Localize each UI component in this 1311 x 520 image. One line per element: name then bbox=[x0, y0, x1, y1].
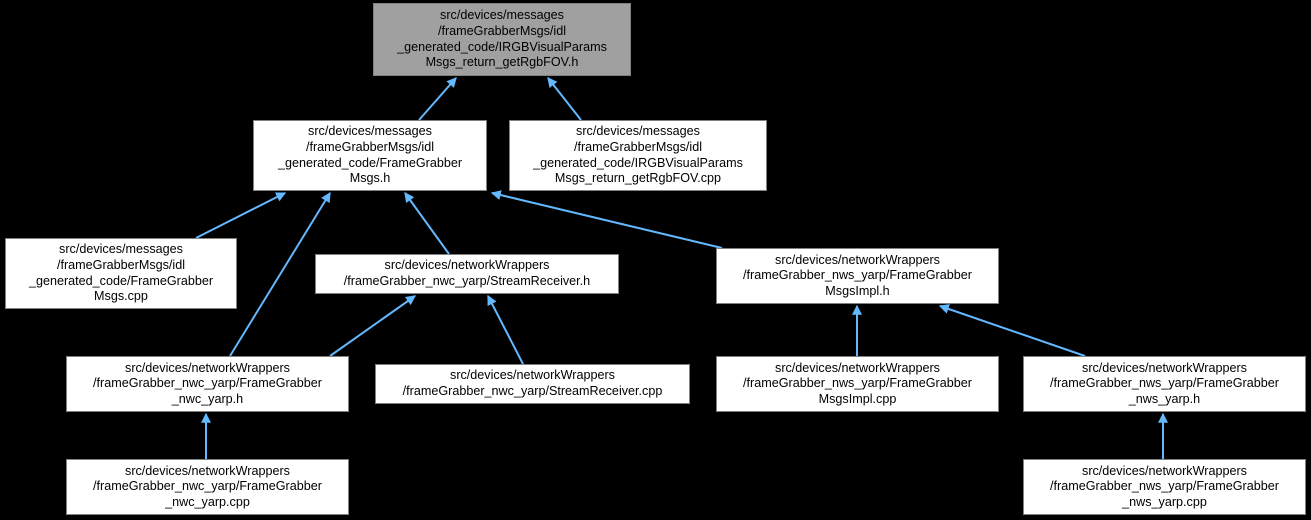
graph-edge bbox=[418, 77, 457, 121]
graph-node-label: src/devices/networkWrappers /frameGrabbe… bbox=[93, 463, 322, 509]
graph-node-label: src/devices/messages /frameGrabberMsgs/i… bbox=[397, 8, 607, 70]
graph-node[interactable]: src/devices/messages /frameGrabberMsgs/i… bbox=[509, 120, 767, 191]
graph-node-label: src/devices/networkWrappers /frameGrabbe… bbox=[743, 252, 972, 298]
graph-edge bbox=[938, 304, 1086, 357]
graph-node-label: src/devices/networkWrappers /frameGrabbe… bbox=[1050, 360, 1279, 406]
graph-node-label: src/devices/networkWrappers /frameGrabbe… bbox=[743, 360, 972, 406]
graph-edge bbox=[329, 295, 416, 357]
graph-node-root[interactable]: src/devices/messages /frameGrabberMsgs/i… bbox=[373, 3, 631, 76]
graph-node[interactable]: src/devices/networkWrappers /frameGrabbe… bbox=[375, 364, 690, 404]
graph-edge bbox=[195, 192, 287, 239]
graph-node[interactable]: src/devices/networkWrappers /frameGrabbe… bbox=[1023, 459, 1306, 515]
graph-node-label: src/devices/networkWrappers /frameGrabbe… bbox=[343, 258, 591, 288]
graph-node[interactable]: src/devices/networkWrappers /frameGrabbe… bbox=[315, 254, 619, 294]
graph-node[interactable]: src/devices/messages /frameGrabberMsgs/i… bbox=[5, 238, 237, 309]
graph-edge bbox=[404, 192, 450, 255]
graph-node[interactable]: src/devices/networkWrappers /frameGrabbe… bbox=[1023, 356, 1306, 412]
graph-node-label: src/devices/networkWrappers /frameGrabbe… bbox=[1050, 463, 1279, 509]
graph-edge bbox=[547, 77, 582, 121]
graph-node[interactable]: src/devices/networkWrappers /frameGrabbe… bbox=[66, 356, 349, 412]
graph-edge bbox=[487, 294, 524, 365]
graph-node-label: src/devices/networkWrappers /frameGrabbe… bbox=[93, 360, 322, 406]
graph-node-label: src/devices/messages /frameGrabberMsgs/i… bbox=[533, 124, 743, 186]
graph-node-label: src/devices/messages /frameGrabberMsgs/i… bbox=[277, 124, 463, 186]
graph-node-label: src/devices/messages /frameGrabberMsgs/i… bbox=[28, 242, 214, 304]
graph-node[interactable]: src/devices/networkWrappers /frameGrabbe… bbox=[66, 459, 349, 515]
graph-node[interactable]: src/devices/messages /frameGrabberMsgs/i… bbox=[253, 120, 487, 191]
graph-node[interactable]: src/devices/networkWrappers /frameGrabbe… bbox=[716, 356, 999, 412]
graph-edge bbox=[490, 190, 723, 249]
graph-node-label: src/devices/networkWrappers /frameGrabbe… bbox=[402, 368, 663, 398]
graph-node[interactable]: src/devices/networkWrappers /frameGrabbe… bbox=[716, 248, 999, 304]
